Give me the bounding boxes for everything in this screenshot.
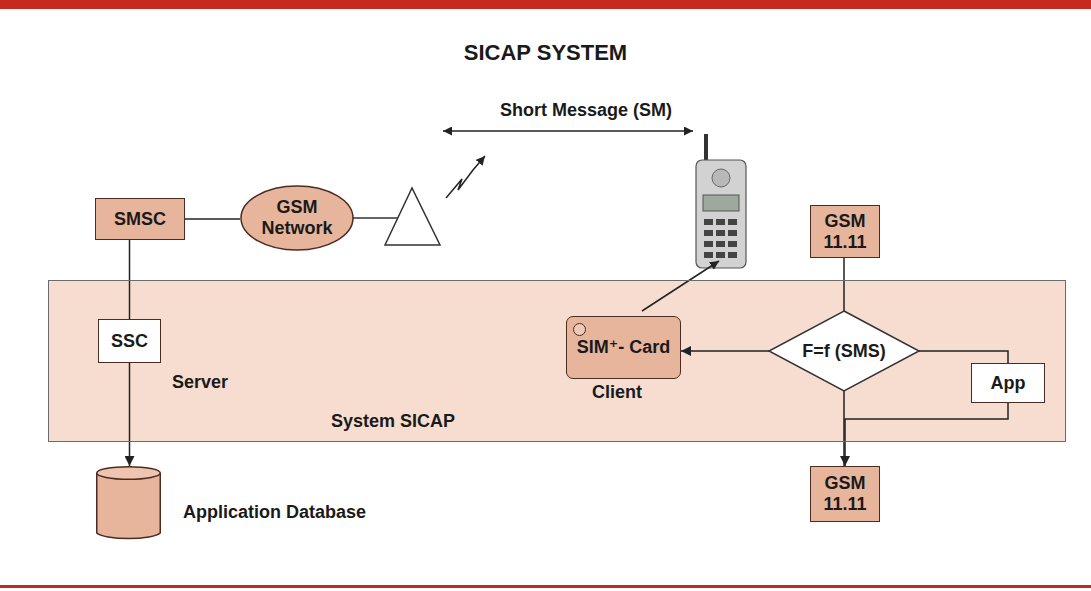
label-text: Short Message (SM): [500, 100, 672, 120]
band-fill-group: [48, 280, 1066, 442]
decision-diamond: F=f (SMS): [769, 311, 919, 391]
connector: [845, 403, 1008, 466]
radio-bolt: [446, 156, 485, 198]
node-text: GSM 11.11: [817, 211, 873, 252]
phone-body: [696, 160, 746, 268]
phone-key: [716, 219, 725, 225]
label-box: Client: [592, 382, 642, 403]
title-text: SICAP SYSTEM: [464, 40, 627, 65]
ellipse-shape: [241, 186, 353, 250]
phone-key: [716, 230, 725, 236]
phone-key: [704, 241, 713, 247]
process-box: SSC: [98, 319, 161, 363]
antenna-symbol: [385, 188, 440, 245]
label-box: Short Message (SM): [500, 100, 672, 121]
connector: [129, 363, 131, 466]
connector: [843, 258, 845, 311]
sim-card: SIM⁺- Card: [566, 316, 681, 379]
system-band: System SICAP SSC SIM⁺- Card F=f (SMS) App: [48, 280, 1066, 442]
diagram-title: SICAP SYSTEM: [0, 40, 1091, 66]
phone-key: [728, 230, 737, 236]
label-text: Client: [592, 382, 642, 402]
node-text: SSC: [111, 331, 148, 352]
card-to-phone-arrow: [642, 261, 719, 311]
short-message-arrow: [443, 130, 693, 132]
label-text: Server: [172, 372, 228, 392]
network-ellipse: GSM Network: [240, 185, 354, 251]
cylinder-top: [97, 467, 161, 480]
phone-key: [728, 219, 737, 225]
node-text: SMSC: [114, 209, 166, 230]
mobile-phone: [696, 134, 746, 268]
node-text: System SICAP: [331, 411, 455, 432]
phone-screen: [703, 195, 739, 211]
connector: [681, 350, 769, 352]
node-text: F=f (SMS): [802, 341, 886, 362]
node-text: SIM⁺- Card: [577, 337, 671, 358]
chip-circle: [573, 323, 586, 336]
phone-earpiece: [712, 169, 730, 187]
node-text: Application Database: [183, 502, 366, 523]
phone-key: [704, 219, 713, 225]
diamond-shape: [769, 311, 919, 391]
node-text: GSM 11.11: [817, 473, 873, 514]
database-cylinder: Application Database: [96, 466, 386, 540]
bottom-bar: [0, 585, 1091, 588]
phone-key: [728, 241, 737, 247]
phone-keypad: [704, 219, 737, 258]
connector: [919, 351, 1008, 363]
node-text: App: [991, 373, 1026, 394]
process-box: App: [971, 363, 1045, 403]
node-text: GSM Network: [257, 197, 337, 238]
label-box: Server: [172, 372, 228, 393]
connector: [185, 218, 240, 220]
band-fill: [48, 280, 1066, 442]
phone-key: [716, 241, 725, 247]
phone-antenna: [704, 134, 708, 162]
cylinder-body: [97, 473, 161, 539]
process-box: GSM 11.11: [810, 205, 880, 258]
phone-key: [716, 252, 725, 258]
phone-key: [704, 230, 713, 236]
top-bar: [0, 0, 1091, 9]
phone-key: [728, 252, 737, 258]
process-box: SMSC: [95, 198, 185, 240]
process-box: GSM 11.11: [810, 466, 880, 522]
phone-key: [704, 252, 713, 258]
